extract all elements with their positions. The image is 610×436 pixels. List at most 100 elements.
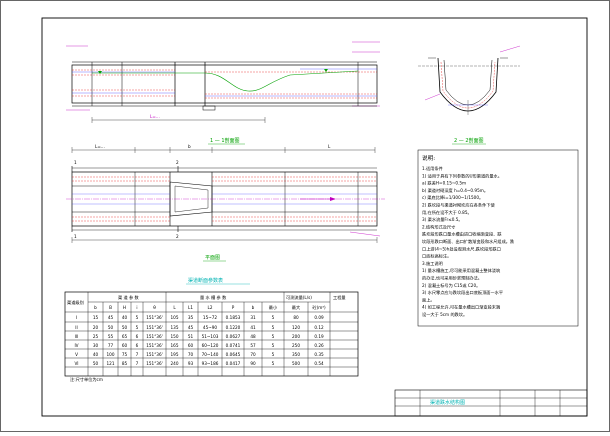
table-cell: 40 bbox=[122, 315, 128, 320]
table-cell: 0.35 bbox=[314, 352, 324, 357]
table-cell: 5 bbox=[272, 325, 275, 330]
table-cell: 500 bbox=[292, 361, 300, 366]
table-cell: 45 bbox=[188, 325, 194, 330]
table-cell: 77 bbox=[108, 343, 114, 348]
table-cell: 7 bbox=[136, 361, 139, 366]
table-cell: 100 bbox=[107, 352, 115, 357]
notes-panel: 说明: 1.适用条件 1) 适用于具有下列参数的U形渠道的量水。 a) 跌差H=… bbox=[417, 149, 579, 327]
table-cell: 151°36' bbox=[146, 361, 163, 366]
table-cell: 151°36' bbox=[146, 334, 163, 339]
table-cell: 151°36' bbox=[146, 325, 163, 330]
table-cell: 51 bbox=[188, 334, 194, 339]
notes-line: 2) 跌坎段与渠道衬砌坎应在各条件下使 bbox=[422, 202, 495, 209]
dim-label-1-1: L=... bbox=[150, 114, 160, 119]
notes-line: 口上游(4~5)h处设观测水尺,跌坎段形跌口 bbox=[422, 245, 501, 252]
notes-line: 3) 渠水流量Fr≤0.5。 bbox=[422, 216, 463, 223]
section-1-1: L=... 1 — 1剖面图 bbox=[66, 41, 380, 145]
table-cell: 60 bbox=[188, 343, 194, 348]
table-title: 渠道断面参数表 bbox=[188, 277, 223, 284]
plan-title: 平面图 bbox=[205, 255, 220, 261]
notes-line: b) 渠道衬砌深度 h=0.4~0.95m。 bbox=[422, 187, 488, 194]
table-cell: 151°36' bbox=[146, 343, 163, 348]
plan-dim-l: L bbox=[328, 144, 331, 149]
table-header: 工程量 bbox=[333, 294, 346, 301]
table-cell: 0.0627 bbox=[226, 334, 241, 339]
table-cell: 0.09 bbox=[314, 315, 324, 320]
table-cell: 150 bbox=[171, 334, 179, 339]
notes-line: 1) 量水槽施工,尽可能采用混凝土整体浇筑 bbox=[422, 267, 501, 274]
table-subheader: i bbox=[136, 305, 137, 310]
marker-1-top: 1 bbox=[74, 160, 77, 165]
table-cell: 45~90 bbox=[203, 325, 218, 330]
table-cell: 165 bbox=[171, 343, 179, 348]
table-cell: 55 bbox=[108, 334, 114, 339]
table-cell: 30 bbox=[93, 343, 99, 348]
table-cell: 200 bbox=[292, 334, 300, 339]
table-header: 渠 道 参 数 bbox=[118, 294, 140, 301]
notes-title: 说明: bbox=[422, 154, 435, 162]
table-cell: 60 bbox=[122, 343, 128, 348]
table-footnote: 注:尺寸单位为cm bbox=[70, 376, 103, 383]
parameter-table: 渠道断面参数表 渠道级别渠 道 参 数量 水 槽 参 数可测流量(L/s)工程量… bbox=[64, 277, 359, 383]
table-subheader: L bbox=[173, 305, 176, 310]
table-cell: 5 bbox=[272, 343, 275, 348]
table-cell: 0.26 bbox=[314, 343, 324, 348]
table-cell: 65 bbox=[122, 334, 128, 339]
table-subheader: 最大 bbox=[292, 304, 300, 311]
table-cell: 20 bbox=[93, 325, 99, 330]
table-cell: 70 bbox=[188, 352, 194, 357]
notes-line: 口底标高标注。 bbox=[422, 253, 451, 260]
table-cell: 90 bbox=[250, 361, 256, 366]
notes-line: 的办法,也可采用砂浆预制办法。 bbox=[422, 275, 482, 282]
table-header: 渠道级别 bbox=[67, 299, 84, 306]
marker-2-top: 2 bbox=[176, 160, 179, 165]
notes-line: 用,在所在设不大于 0.85。 bbox=[422, 209, 472, 216]
table-cell: 60~120 bbox=[202, 343, 219, 348]
table-subheader: B bbox=[109, 305, 112, 310]
table-subheader: P bbox=[232, 305, 235, 310]
table-cell: 41 bbox=[250, 325, 256, 330]
table-cell: 151°36' bbox=[146, 315, 163, 320]
table-cell: 195 bbox=[171, 352, 179, 357]
drawing-frame bbox=[41, 17, 588, 417]
table-cell: 50 bbox=[93, 361, 99, 366]
table-cell: 0.0741 bbox=[226, 343, 241, 348]
title-block: 渠道跌水结构图 bbox=[394, 389, 588, 417]
table-cell: 93 bbox=[188, 361, 194, 366]
table-subheader: L1 bbox=[188, 305, 193, 310]
notes-line: 面上。 bbox=[422, 296, 435, 303]
plan-dim-1: L=... bbox=[95, 144, 105, 149]
table-cell: 135 bbox=[171, 325, 179, 330]
table-subheader: b bbox=[252, 305, 255, 310]
table-cell: 5 bbox=[272, 361, 275, 366]
table-cell: 250 bbox=[292, 343, 300, 348]
table-cell: 40 bbox=[93, 352, 99, 357]
table-cell: 57 bbox=[250, 343, 256, 348]
table-cell: 240 bbox=[171, 361, 179, 366]
table-subheader: 最小 bbox=[269, 304, 278, 311]
notes-line: 2.结构形式及尺寸 bbox=[422, 223, 455, 230]
table-cell: II bbox=[75, 325, 77, 330]
table-cell: III bbox=[75, 334, 79, 339]
notes-line: 跌坎段形跌口量水槽由进口收缩渐变段、跌 bbox=[422, 231, 502, 238]
notes-line: 坎段形跌口断面、出口扩散渐变段和水尺组成。跌 bbox=[422, 238, 515, 245]
table-cell: 25 bbox=[93, 334, 99, 339]
table-subheader: θ bbox=[153, 305, 156, 310]
table-cell: 31 bbox=[250, 315, 256, 320]
section-2-2-title: 2 — 2剖面图 bbox=[454, 137, 484, 144]
table-cell: 51~103 bbox=[202, 334, 219, 339]
table-cell: 80 bbox=[293, 315, 299, 320]
table-cell: I bbox=[76, 315, 77, 320]
table-cell: 0.0417 bbox=[226, 361, 241, 366]
table-cell: 105 bbox=[171, 315, 179, 320]
notes-line: 4) 如工程允许,可在量水槽出口渐变段末端 bbox=[422, 304, 500, 311]
table-cell: 0.1220 bbox=[226, 325, 241, 330]
table-cell: 5 bbox=[272, 334, 275, 339]
table-cell: 50 bbox=[122, 325, 128, 330]
table-cell: 85 bbox=[122, 361, 128, 366]
table-cell: 7 bbox=[136, 352, 139, 357]
table-cell: 350 bbox=[292, 352, 300, 357]
table-cell: 45 bbox=[108, 315, 114, 320]
table-cell: 0.1853 bbox=[226, 315, 241, 320]
